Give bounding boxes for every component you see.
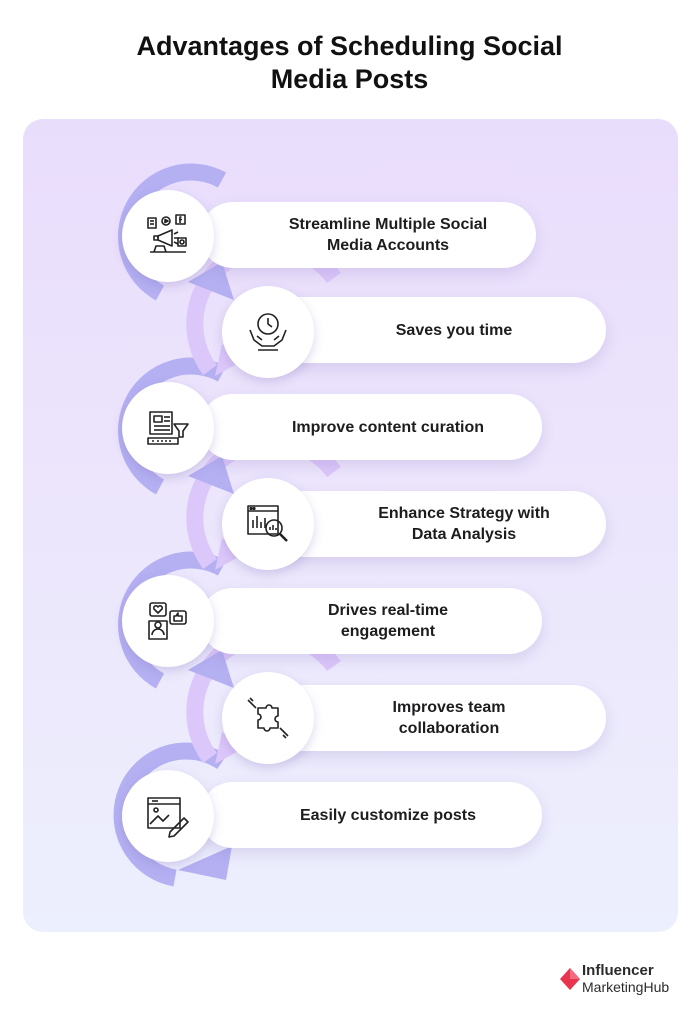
engagement-icon xyxy=(148,602,187,640)
logo-line-2: MarketingHub xyxy=(582,979,670,995)
clock-hands-icon xyxy=(249,313,287,351)
step-5-pill: Drives real-time engagement xyxy=(200,588,542,654)
step-2-icon-circle xyxy=(222,286,314,378)
step-7-icon-circle xyxy=(122,770,214,862)
step-3-label: Improve content curation xyxy=(291,418,485,436)
puzzle-hands-icon xyxy=(247,697,289,739)
ring-7 xyxy=(113,742,227,887)
content-funnel-icon xyxy=(147,411,189,445)
step-1-icon-circle xyxy=(122,190,214,282)
step-7-pill: Easily customize posts xyxy=(200,782,542,848)
step-4-pill: Enhance Strategy with Data Analysis xyxy=(262,491,606,557)
step-6-pill: Improves team collaboration xyxy=(262,685,606,751)
step-1-pill: Streamline Multiple Social Media Account… xyxy=(200,202,536,268)
step-1-label: Streamline Multiple Social Media Account… xyxy=(288,216,488,254)
step-3-icon-circle xyxy=(122,382,214,474)
influencer-marketing-hub-logo: Influencer MarketingHub xyxy=(560,962,690,1002)
step-5-label: Drives real-time engagement xyxy=(327,602,449,640)
step-2-pill: Saves you time xyxy=(262,297,606,363)
step-4-label: Enhance Strategy with Data Analysis xyxy=(378,505,550,543)
edit-post-icon xyxy=(147,797,189,838)
logo-mark-icon xyxy=(560,968,580,990)
step-6-label: Improves team collaboration xyxy=(392,699,506,737)
step-2-label: Saves you time xyxy=(395,321,513,339)
step-4-icon-circle xyxy=(222,478,314,570)
step-5-icon-circle xyxy=(122,575,214,667)
page-title: Advantages of Scheduling Social Media Po… xyxy=(136,31,563,94)
logo-line-1: Influencer xyxy=(582,962,654,979)
step-7-label: Easily customize posts xyxy=(299,806,477,824)
data-analysis-icon xyxy=(247,505,288,542)
megaphone-social-icon xyxy=(147,214,187,253)
step-3-pill: Improve content curation xyxy=(200,394,542,460)
step-6-icon-circle xyxy=(222,672,314,764)
